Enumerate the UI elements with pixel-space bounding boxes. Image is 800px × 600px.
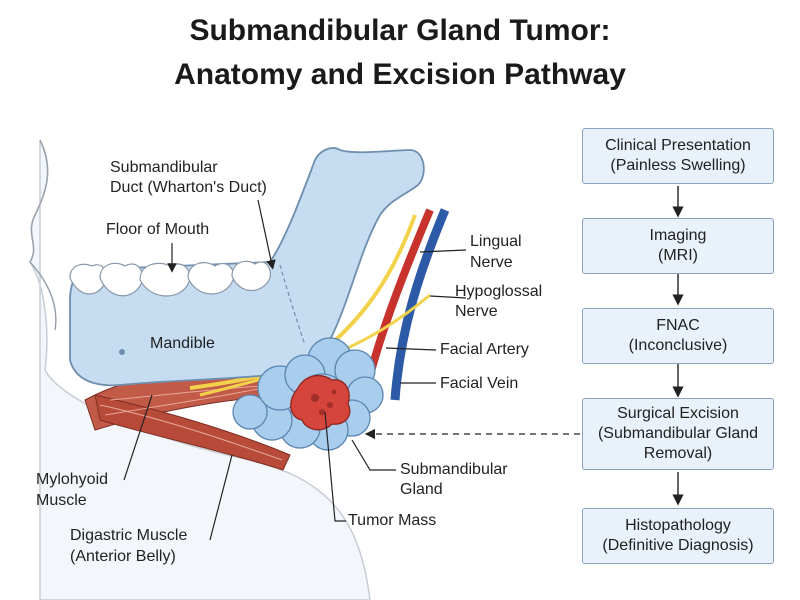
label-digastric-line1: Digastric Muscle <box>70 527 188 544</box>
flow-step-surgical-excision: Surgical Excision (Submandibular Gland R… <box>582 398 774 470</box>
flow-step-line: FNAC <box>656 317 700 334</box>
flow-step-line: Removal) <box>643 445 713 462</box>
face-outline <box>29 139 57 331</box>
digastric-muscle <box>94 394 291 471</box>
label-hypoglossal-line1: Hypoglossal <box>455 283 543 300</box>
label-gland-line2: Gland <box>400 481 443 498</box>
flow-step-clinical-presentation: Clinical Presentation (Painless Swelling… <box>582 128 774 184</box>
flow-step-imaging: Imaging (MRI) <box>582 218 774 274</box>
label-mylohyoid-line1: Mylohyoid <box>36 471 109 488</box>
facial-vein <box>390 208 450 401</box>
label-digastric-line2: (Anterior Belly) <box>70 548 176 565</box>
flow-step-line: (Inconclusive) <box>628 337 728 354</box>
label-floor-of-mouth: Floor of Mouth <box>106 221 210 238</box>
tumor-mass-shape <box>290 374 351 431</box>
flow-step-line: Histopathology <box>625 517 731 534</box>
page-title-line2: Anatomy and Excision Pathway <box>174 58 626 91</box>
label-gland-line1: Submandibular <box>400 461 508 478</box>
mandible-canal <box>279 264 306 346</box>
mental-foramen <box>119 349 125 355</box>
label-lingual-line2: Nerve <box>470 254 513 271</box>
leader-lines <box>123 199 467 541</box>
flow-step-line: (MRI) <box>658 247 698 264</box>
flow-step-fnac: FNAC (Inconclusive) <box>582 308 774 364</box>
flow-step-line: Surgical Excision <box>617 405 739 422</box>
label-facial-artery: Facial Artery <box>440 341 529 358</box>
label-mandible: Mandible <box>150 335 215 352</box>
label-hypoglossal-line2: Nerve <box>455 303 498 320</box>
flow-step-line: (Painless Swelling) <box>610 157 746 174</box>
label-facial-vein: Facial Vein <box>440 375 519 392</box>
flow-step-histopathology: Histopathology (Definitive Diagnosis) <box>582 508 774 564</box>
flow-step-line: (Submandibular Gland <box>597 425 759 442</box>
page-title-line1: Submandibular Gland Tumor: <box>189 14 611 47</box>
facial-artery <box>366 208 434 377</box>
label-tumor-mass: Tumor Mass <box>348 512 437 529</box>
tumor-texture <box>311 389 337 415</box>
label-duct-line2: Duct (Wharton's Duct) <box>110 179 267 196</box>
label-duct-line1: Submandibular <box>110 159 218 176</box>
label-mylohyoid-line2: Muscle <box>36 492 87 509</box>
teeth <box>69 260 271 297</box>
flow-step-line: (Definitive Diagnosis) <box>602 537 754 554</box>
label-lingual-line1: Lingual <box>470 233 522 250</box>
flow-step-line: Imaging <box>649 227 707 244</box>
flow-step-line: Clinical Presentation <box>605 137 751 154</box>
